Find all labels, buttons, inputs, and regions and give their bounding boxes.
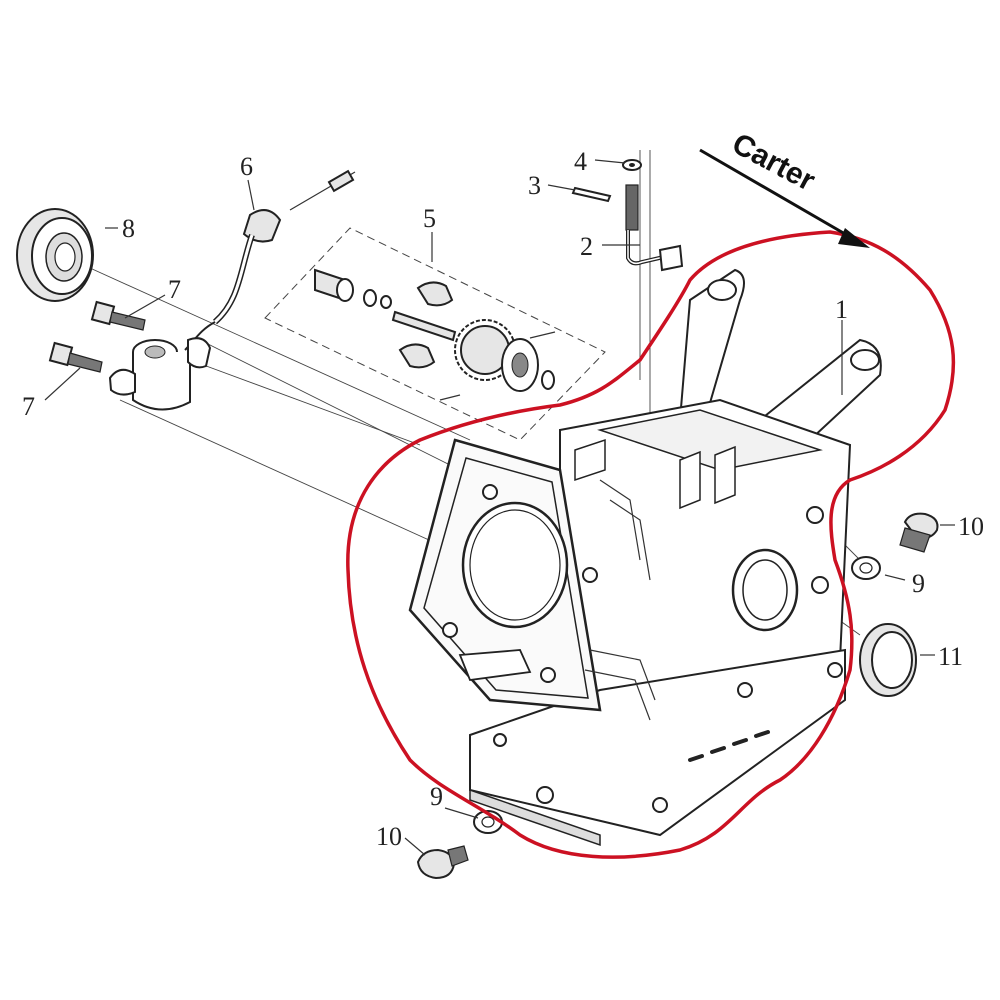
label-part-5: 5 xyxy=(423,204,436,233)
crankcase-part-1 xyxy=(408,268,882,847)
bolt-part-10-right xyxy=(899,512,939,553)
shaft-part-2 xyxy=(625,184,684,272)
bracket-housing xyxy=(108,337,212,411)
pin-part-3 xyxy=(571,186,612,203)
label-part-10-bottom: 10 xyxy=(376,822,402,851)
washer-part-4 xyxy=(622,159,642,171)
assembly-axis-lines xyxy=(89,150,861,636)
oil-seal-part-11 xyxy=(859,623,917,697)
label-part-6: 6 xyxy=(240,152,253,181)
fuel-line-part-6 xyxy=(184,169,356,351)
washer-part-9-right xyxy=(851,556,881,580)
label-leaders xyxy=(44,159,955,856)
label-part-7-upper: 7 xyxy=(168,275,181,304)
label-part-9-right: 9 xyxy=(912,569,925,598)
bearing-part-8 xyxy=(16,208,94,302)
label-part-4: 4 xyxy=(574,147,587,176)
label-part-11: 11 xyxy=(938,642,963,671)
label-part-8: 8 xyxy=(122,214,135,243)
bolt-part-7-lower xyxy=(48,341,103,373)
gear-assembly-dashed-box xyxy=(264,227,606,441)
label-part-7-lower: 7 xyxy=(22,392,35,421)
gear-assembly-part-5 xyxy=(314,268,556,401)
label-part-2: 2 xyxy=(580,232,593,261)
carter-callout-label: Carter xyxy=(727,127,821,198)
carter-arrow xyxy=(699,148,870,248)
label-part-1: 1 xyxy=(835,295,848,324)
bolt-part-10-bottom xyxy=(416,845,469,880)
label-part-9-bottom: 9 xyxy=(430,782,443,811)
label-part-10-right: 10 xyxy=(958,512,984,541)
crankcase-highlight-outline xyxy=(346,230,956,859)
label-part-3: 3 xyxy=(528,171,541,200)
bolt-part-7-upper xyxy=(90,300,146,331)
